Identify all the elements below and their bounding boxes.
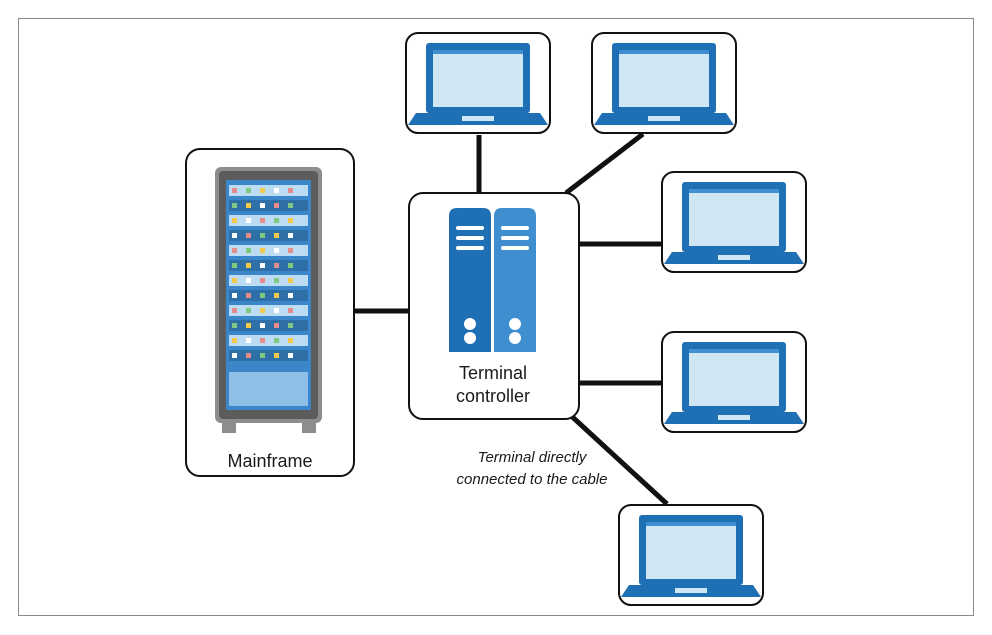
connection-lines	[353, 132, 669, 506]
laptop-icon	[594, 43, 734, 125]
rack-led	[274, 203, 279, 208]
rack-led	[246, 308, 251, 313]
rack-led	[274, 308, 279, 313]
link-terminal-2	[564, 132, 645, 195]
rack-led	[274, 218, 279, 223]
rack-led	[246, 203, 251, 208]
rack-led	[246, 263, 251, 268]
laptop-icon	[664, 182, 804, 264]
rack-led	[232, 293, 237, 298]
rack-led	[274, 248, 279, 253]
terminal-5	[618, 504, 764, 606]
rack-unit	[229, 275, 308, 286]
rack-unit	[229, 200, 308, 211]
terminal-1	[405, 32, 551, 134]
rack-unit	[229, 305, 308, 316]
terminal-4	[661, 331, 807, 433]
rack-unit	[229, 230, 308, 241]
rack-led	[246, 353, 251, 358]
server-tower-icon	[449, 208, 536, 352]
rack-led	[246, 188, 251, 193]
rack-led	[288, 263, 293, 268]
laptop-icon	[408, 43, 548, 125]
rack-led	[260, 263, 265, 268]
rack-led	[260, 338, 265, 343]
rack-led	[260, 203, 265, 208]
rack-led	[288, 248, 293, 253]
terminal-controller-node: Terminal controller	[408, 192, 580, 420]
rack-led	[232, 233, 237, 238]
rack-led	[288, 278, 293, 283]
annotation-line1: Terminal directly	[478, 449, 588, 466]
diagram-frame	[18, 18, 974, 616]
terminal-3	[661, 171, 807, 273]
rack-led	[274, 353, 279, 358]
laptop-icon	[621, 515, 761, 597]
rack-led	[288, 233, 293, 238]
rack-led	[246, 338, 251, 343]
rack-led	[288, 308, 293, 313]
controller-label-line2: controller	[456, 386, 530, 406]
rack-led	[232, 338, 237, 343]
rack-led	[288, 293, 293, 298]
controller-label-line1: Terminal	[459, 363, 527, 383]
rack-led	[260, 308, 265, 313]
laptop-icon	[664, 342, 804, 424]
rack-led	[246, 248, 251, 253]
rack-led	[260, 293, 265, 298]
rack-led	[232, 278, 237, 283]
rack-led	[274, 278, 279, 283]
rack-led	[288, 323, 293, 328]
rack-unit	[229, 260, 308, 271]
rack-led	[260, 278, 265, 283]
rack-led	[246, 293, 251, 298]
rack-led	[288, 338, 293, 343]
rack-led	[260, 188, 265, 193]
rack-led	[232, 353, 237, 358]
rack-unit	[229, 350, 308, 361]
rack-unit	[229, 290, 308, 301]
rack-led	[246, 278, 251, 283]
rack-led	[260, 248, 265, 253]
mainframe-node: Mainframe	[185, 148, 355, 477]
rack-led	[232, 203, 237, 208]
rack-unit	[229, 185, 308, 196]
rack-led	[232, 263, 237, 268]
rack-unit	[229, 215, 308, 226]
rack-led	[232, 323, 237, 328]
rack-led	[246, 233, 251, 238]
rack-led	[232, 218, 237, 223]
rack-led	[274, 188, 279, 193]
server-rack-icon	[215, 167, 322, 433]
rack-led	[288, 353, 293, 358]
annotation-line2: connected to the cable	[457, 471, 608, 488]
rack-led	[232, 308, 237, 313]
rack-led	[232, 188, 237, 193]
rack-led	[232, 248, 237, 253]
rack-unit	[229, 335, 308, 346]
rack-led	[246, 218, 251, 223]
rack-led	[288, 188, 293, 193]
rack-unit	[229, 320, 308, 331]
rack-led	[274, 233, 279, 238]
rack-led	[274, 323, 279, 328]
link-terminal-5	[565, 410, 669, 506]
rack-unit	[229, 245, 308, 256]
rack-led	[288, 203, 293, 208]
terminal-2	[591, 32, 737, 134]
rack-led	[260, 323, 265, 328]
rack-led	[260, 233, 265, 238]
rack-led	[274, 338, 279, 343]
rack-led	[288, 218, 293, 223]
rack-led	[260, 218, 265, 223]
rack-led	[246, 323, 251, 328]
mainframe-label: Mainframe	[227, 451, 312, 471]
rack-led	[274, 293, 279, 298]
rack-led	[274, 263, 279, 268]
rack-led	[260, 353, 265, 358]
